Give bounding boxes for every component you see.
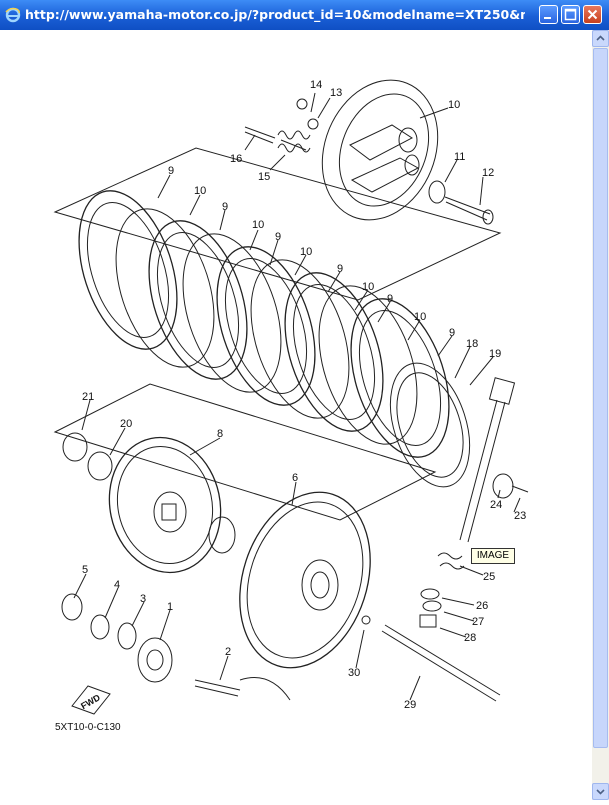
maximize-icon bbox=[564, 8, 577, 21]
window-title: http://www.yamaha-motor.co.jp/?product_i… bbox=[25, 7, 525, 22]
label-17: 16 bbox=[230, 153, 242, 165]
thrust-washer bbox=[208, 516, 236, 554]
label-10a: 10 bbox=[194, 185, 206, 197]
label-15: 14 bbox=[310, 79, 322, 91]
clutch-housing bbox=[239, 491, 371, 669]
pressure-plate bbox=[321, 79, 439, 221]
friction-plates bbox=[78, 190, 471, 488]
minimize-button[interactable] bbox=[539, 5, 558, 24]
label-21: 21 bbox=[82, 391, 94, 403]
label-12: 11 bbox=[454, 151, 465, 163]
upper-frame bbox=[53, 147, 502, 301]
label-9a: 9 bbox=[168, 165, 174, 177]
label-10d: 10 bbox=[362, 281, 374, 293]
arrow-down-icon bbox=[596, 789, 605, 795]
diagram-viewport: 10 11 12 13 14 15 16 9 10 9 10 9 10 9 10… bbox=[0, 30, 592, 800]
label-2: 2 bbox=[225, 646, 231, 658]
label-10c: 10 bbox=[300, 246, 312, 258]
label-8: 8 bbox=[217, 428, 223, 440]
primary-driven-gear bbox=[108, 436, 222, 574]
label-9e: 9 bbox=[387, 293, 393, 305]
scroll-down-button[interactable] bbox=[592, 783, 609, 800]
label-9f: 9 bbox=[449, 327, 455, 339]
label-9b: 9 bbox=[222, 201, 228, 213]
vertical-scrollbar[interactable] bbox=[592, 30, 609, 800]
maximize-button[interactable] bbox=[561, 5, 580, 24]
label-10b: 10 bbox=[252, 219, 264, 231]
arrow-up-icon bbox=[596, 35, 605, 41]
close-icon bbox=[587, 9, 598, 20]
image-callout-label[interactable]: IMAGE bbox=[471, 548, 515, 564]
label-19: 19 bbox=[489, 348, 501, 360]
scroll-thumb[interactable] bbox=[593, 48, 608, 748]
scroll-up-button[interactable] bbox=[592, 30, 609, 47]
label-14: 13 bbox=[330, 87, 342, 99]
ie-icon bbox=[5, 7, 21, 23]
close-button[interactable] bbox=[583, 5, 602, 24]
label-24: 24 bbox=[490, 499, 502, 511]
washer-4 bbox=[90, 614, 110, 640]
fwd-arrow bbox=[71, 685, 111, 715]
label-25: 25 bbox=[483, 571, 495, 583]
label-5: 5 bbox=[82, 564, 88, 576]
key-2 bbox=[194, 679, 241, 697]
crankshaft-edge bbox=[239, 677, 291, 701]
label-13: 12 bbox=[482, 167, 494, 179]
label-23: 23 bbox=[514, 510, 526, 522]
diagram-code: 5XT10-0-C130 bbox=[55, 722, 121, 733]
title-bar[interactable]: http://www.yamaha-motor.co.jp/?product_i… bbox=[0, 0, 609, 30]
nut-5 bbox=[61, 593, 83, 621]
primary-drive-gear bbox=[137, 637, 173, 683]
label-30: 30 bbox=[348, 667, 360, 679]
label-27: 27 bbox=[472, 616, 484, 628]
push-rod bbox=[428, 180, 494, 225]
label-4: 4 bbox=[114, 579, 120, 591]
label-28: 28 bbox=[464, 632, 476, 644]
washer-3 bbox=[117, 622, 137, 650]
label-16: 15 bbox=[258, 171, 270, 183]
spring-and-bolt bbox=[244, 98, 319, 153]
label-6: 6 bbox=[292, 472, 298, 484]
push-lever-shaft bbox=[361, 377, 529, 702]
nut-21 bbox=[62, 432, 88, 462]
label-18: 18 bbox=[466, 338, 478, 350]
clutch-exploded-diagram: 10 11 12 13 14 15 16 9 10 9 10 9 10 9 10… bbox=[53, 79, 529, 733]
lower-frame bbox=[53, 383, 437, 521]
label-9d: 9 bbox=[337, 263, 343, 275]
minimize-icon bbox=[544, 17, 551, 19]
label-20: 20 bbox=[120, 418, 132, 430]
washer-20 bbox=[87, 451, 113, 481]
label-9c: 9 bbox=[275, 231, 281, 243]
label-11: 10 bbox=[448, 99, 460, 111]
label-29: 29 bbox=[404, 699, 416, 711]
label-26: 26 bbox=[476, 600, 488, 612]
label-10e: 10 bbox=[414, 311, 426, 323]
label-3: 3 bbox=[140, 593, 146, 605]
label-1: 1 bbox=[167, 601, 173, 613]
